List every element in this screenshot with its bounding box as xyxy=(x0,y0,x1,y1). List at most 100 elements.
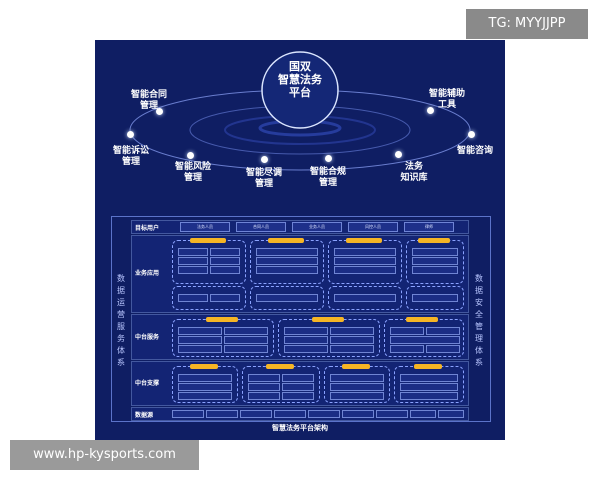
source-box xyxy=(274,410,306,418)
module-box xyxy=(248,392,280,400)
node-dot xyxy=(261,156,268,163)
row-label: 中台支撑 xyxy=(135,380,160,387)
user-pill: 法务人员 xyxy=(180,222,230,232)
node-dot xyxy=(127,131,134,138)
module-box xyxy=(334,257,396,265)
group-header xyxy=(268,238,304,243)
row-label: 目标用户 xyxy=(135,225,160,232)
node-dot xyxy=(427,107,434,114)
module-box xyxy=(400,383,458,391)
node-label-line: 智能风险 xyxy=(174,162,211,172)
module-box xyxy=(334,266,396,274)
watermark-top-right: TG: MYYJJPP xyxy=(466,9,588,39)
source-box xyxy=(206,410,238,418)
node-label: 智能辅助 工具 xyxy=(417,89,477,111)
node-dot xyxy=(156,108,163,115)
module-box xyxy=(178,248,208,256)
module-box xyxy=(412,257,458,265)
node-label: 法务 知识库 xyxy=(384,162,444,184)
source-box xyxy=(438,410,464,418)
app-group xyxy=(172,286,246,310)
group-header xyxy=(342,364,370,369)
module-box xyxy=(256,257,318,265)
right-side-label: 数 据 安 全 管 理 体 系 xyxy=(472,273,486,369)
module-box xyxy=(178,383,232,391)
module-box xyxy=(390,336,460,344)
source-box xyxy=(410,410,436,418)
side-char: 体 xyxy=(117,346,125,355)
group-header xyxy=(206,317,238,322)
node-label-line: 智能合同 xyxy=(130,90,167,100)
row-label: 数据源 xyxy=(135,412,154,419)
row-platform-services: 中台服务 xyxy=(131,314,469,360)
module-box xyxy=(178,294,208,302)
architecture-frame xyxy=(111,216,491,422)
module-box xyxy=(178,345,222,353)
side-char: 数 xyxy=(475,274,483,283)
node-label-line: 智能咨询 xyxy=(456,146,493,156)
app-group xyxy=(250,286,324,310)
group-header xyxy=(312,317,344,322)
module-box xyxy=(178,392,232,400)
node-label: 智能尽调 管理 xyxy=(234,168,294,190)
side-char: 管 xyxy=(475,322,483,331)
group-header xyxy=(346,238,382,243)
side-char: 务 xyxy=(117,334,125,343)
module-box xyxy=(224,327,268,335)
module-box xyxy=(248,374,280,382)
user-pill: 合同人员 xyxy=(236,222,286,232)
group-header xyxy=(190,238,226,243)
orbit-graphic xyxy=(129,51,471,171)
source-box xyxy=(172,410,204,418)
group-header xyxy=(414,364,442,369)
module-box xyxy=(390,327,424,335)
module-box xyxy=(256,294,318,302)
side-char: 安 xyxy=(475,298,483,307)
node-label-line: 法务 xyxy=(404,162,423,172)
module-box xyxy=(334,294,396,302)
module-box xyxy=(330,345,374,353)
row-data-sources: 数据源 xyxy=(131,407,469,421)
side-char: 营 xyxy=(117,310,125,319)
source-box xyxy=(240,410,272,418)
side-char: 系 xyxy=(475,358,483,367)
app-group xyxy=(406,286,464,310)
module-box xyxy=(210,248,240,256)
node-label-line: 管理 xyxy=(121,157,140,167)
group-header xyxy=(190,364,218,369)
node-label-line: 智能诉讼 xyxy=(112,146,149,156)
center-title-line: 智慧法务 xyxy=(278,73,322,86)
node-label-line: 智能合规 xyxy=(309,167,346,177)
side-char: 全 xyxy=(475,310,483,319)
group-header xyxy=(418,238,450,243)
module-box xyxy=(412,294,458,302)
module-box xyxy=(178,257,208,265)
module-box xyxy=(224,336,268,344)
node-dot xyxy=(187,152,194,159)
module-box xyxy=(400,374,458,382)
center-title-line: 平台 xyxy=(289,86,311,99)
module-box xyxy=(426,345,460,353)
node-label: 智能风险 管理 xyxy=(163,162,223,184)
module-box xyxy=(210,266,240,274)
source-box xyxy=(308,410,340,418)
module-box xyxy=(248,383,280,391)
module-box xyxy=(256,266,318,274)
node-label-line: 智能尽调 xyxy=(245,168,282,178)
node-label-line: 管理 xyxy=(183,173,202,183)
diagram-panel: 国双 智慧法务 平台 智能合同 管理 智能辅助 工具 智能诉讼 管理 智能咨询 … xyxy=(95,40,505,440)
node-dot xyxy=(468,131,475,138)
row-target-users: 目标用户 法务人员 合同人员 业务人员 风控人员 律师 xyxy=(131,220,469,234)
row-label: 业务应用 xyxy=(135,270,160,277)
node-dot xyxy=(395,151,402,158)
row-business-apps: 业务应用 xyxy=(131,235,469,313)
module-box xyxy=(282,383,314,391)
module-box xyxy=(400,392,458,400)
module-box xyxy=(256,248,318,256)
module-box xyxy=(210,257,240,265)
user-pill: 律师 xyxy=(404,222,454,232)
module-box xyxy=(426,327,460,335)
module-box xyxy=(330,392,384,400)
module-box xyxy=(284,327,328,335)
node-label-line: 知识库 xyxy=(400,173,428,183)
